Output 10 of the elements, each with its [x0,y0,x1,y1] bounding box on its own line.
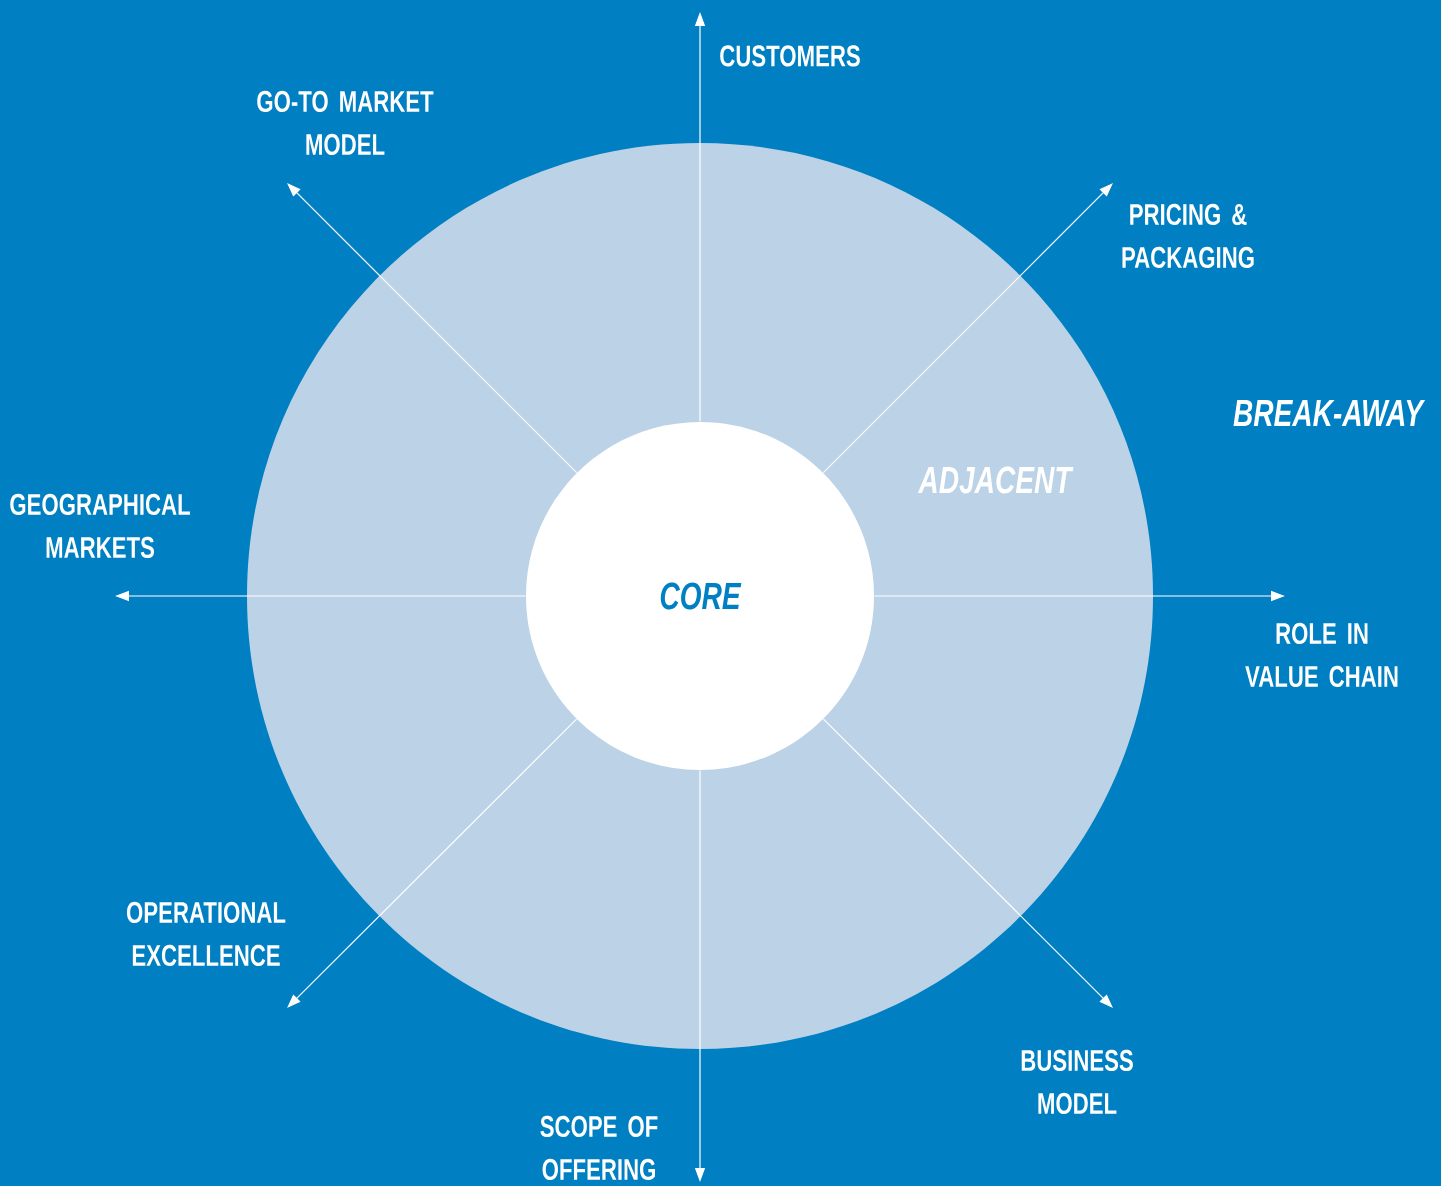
arrow [822,183,1113,474]
axis-label: BUSINESS MODEL [1021,1049,1133,1115]
arrow [822,718,1113,1008]
zone-label: BREAK-AWAY [1233,399,1426,427]
axis-label: SCOPE OF OFFERING [540,1115,658,1181]
arrow [287,183,578,474]
axis-label: ROLE IN VALUE CHAIN [1245,622,1398,688]
arrow [287,718,578,1008]
axis-label: GEOGRAPHICAL MARKETS [10,493,190,559]
axis-label: CUSTOMERS [720,45,860,67]
